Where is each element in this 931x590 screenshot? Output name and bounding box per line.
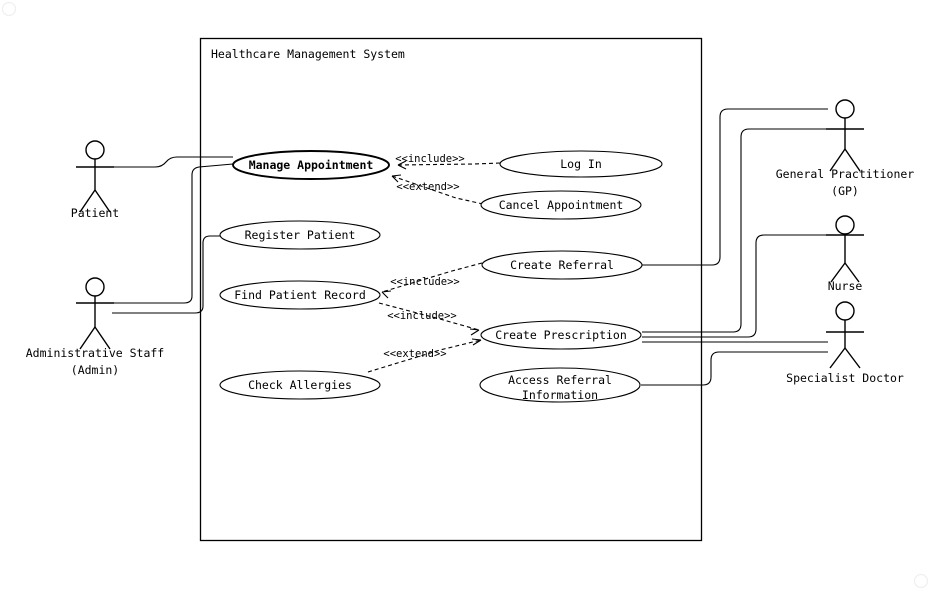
actor-head-icon [835, 301, 855, 321]
assoc-line-admin-manage-appointment [112, 163, 234, 304]
use-case-register-patient[interactable]: Register Patient [219, 220, 381, 250]
actor-head-icon [835, 99, 855, 119]
dep-line-manage-appointment-login [397, 162, 501, 166]
assoc-line-patient-manage-appointment [112, 156, 233, 168]
arrowhead-extend-cancel [391, 174, 402, 183]
actor-legs-icon [830, 262, 860, 283]
use-case-ellipse [480, 190, 642, 220]
assoc-line-create-referral-gp [642, 108, 828, 266]
actor-specialist-doctor[interactable]: Specialist Doctor [786, 301, 904, 385]
use-case-ellipse [479, 367, 641, 403]
use-case-label: Check Allergies [248, 378, 352, 392]
use-case-ellipse [219, 220, 381, 250]
use-case-find-patient-record[interactable]: Find Patient Record [219, 280, 381, 310]
use-case-label: Create Prescription [495, 328, 627, 342]
use-case-label: Register Patient [245, 228, 356, 242]
use-case-label: Access Referral [508, 373, 612, 387]
stereotype-extend-manage-cancel: <<extend>> [396, 181, 459, 193]
actor-label: General Practitioner [776, 167, 915, 181]
actor-head-icon [85, 277, 105, 297]
actor-administrative-staff[interactable]: Administrative Staff (Admin) [26, 277, 164, 377]
actor-label-line2: (GP) [831, 184, 859, 198]
actor-head-icon [85, 140, 105, 160]
actor-legs-icon [829, 148, 861, 172]
actor-general-practitioner[interactable]: General Practitioner (GP) [776, 99, 915, 198]
actor-label-line2: (Admin) [71, 363, 119, 377]
dep-line-cancel-appointment-manage [391, 175, 484, 205]
assoc-line-create-prescription-gp [642, 128, 828, 333]
use-case-label: Manage Appointment [249, 158, 374, 172]
use-case-label: Create Referral [510, 258, 614, 272]
dep-line-create-referral-find-record [381, 262, 483, 293]
use-case-access-referral-information[interactable]: Access Referral Information [479, 367, 641, 403]
assoc-line-access-referral-specialist [641, 351, 828, 386]
actor-label: Specialist Doctor [786, 371, 904, 385]
stereotype-include-manage-login: <<include>> [395, 153, 465, 165]
corner-marker-top-left [1, 1, 17, 17]
assoc-line-admin-register-patient [112, 235, 221, 314]
stereotype-include-find-prescription: <<include>> [387, 310, 457, 322]
use-case-create-referral[interactable]: Create Referral [481, 250, 643, 280]
use-case-ellipse [499, 150, 663, 178]
corner-marker-bottom-right [913, 573, 929, 589]
arrowhead-extend-create-prescription [471, 338, 482, 346]
actor-legs-icon [829, 347, 861, 369]
arrowhead-include-login [397, 160, 407, 170]
use-case-ellipse [219, 370, 381, 400]
use-case-ellipse [481, 250, 643, 280]
actor-patient[interactable]: Patient [71, 140, 119, 220]
actor-head-icon [835, 215, 855, 235]
stereotype-extend-allergies-prescription: <<extend>> [383, 348, 446, 360]
actor-label: Administrative Staff [26, 346, 164, 360]
system-title: Healthcare Management System [211, 47, 405, 61]
actor-legs-icon [79, 326, 111, 350]
use-case-check-allergies[interactable]: Check Allergies [219, 370, 381, 400]
arrowhead-include-create-prescription [469, 328, 480, 336]
actor-nurse[interactable]: Nurse [826, 215, 864, 293]
use-case-ellipse [219, 280, 381, 310]
use-case-label: Find Patient Record [234, 288, 366, 302]
assoc-line-create-prescription-nurse [642, 234, 828, 338]
use-case-log-in[interactable]: Log In [499, 150, 663, 178]
use-case-label: Log In [560, 157, 602, 171]
use-case-ellipse [480, 320, 642, 350]
use-case-label: Cancel Appointment [499, 198, 624, 212]
actor-label: Nurse [828, 279, 863, 293]
use-case-label-line2: Information [522, 388, 598, 402]
stereotype-include-find-referral: <<include>> [390, 276, 460, 288]
use-case-cancel-appointment[interactable]: Cancel Appointment [480, 190, 642, 220]
use-case-ellipse [232, 150, 390, 180]
use-case-manage-appointment[interactable]: Manage Appointment [232, 150, 390, 180]
arrowhead-include-find-record [381, 290, 392, 299]
actor-legs-icon [79, 189, 111, 213]
use-case-create-prescription[interactable]: Create Prescription [480, 320, 642, 350]
actor-label: Patient [71, 206, 119, 220]
dep-line-find-record-create-prescription [378, 302, 480, 331]
